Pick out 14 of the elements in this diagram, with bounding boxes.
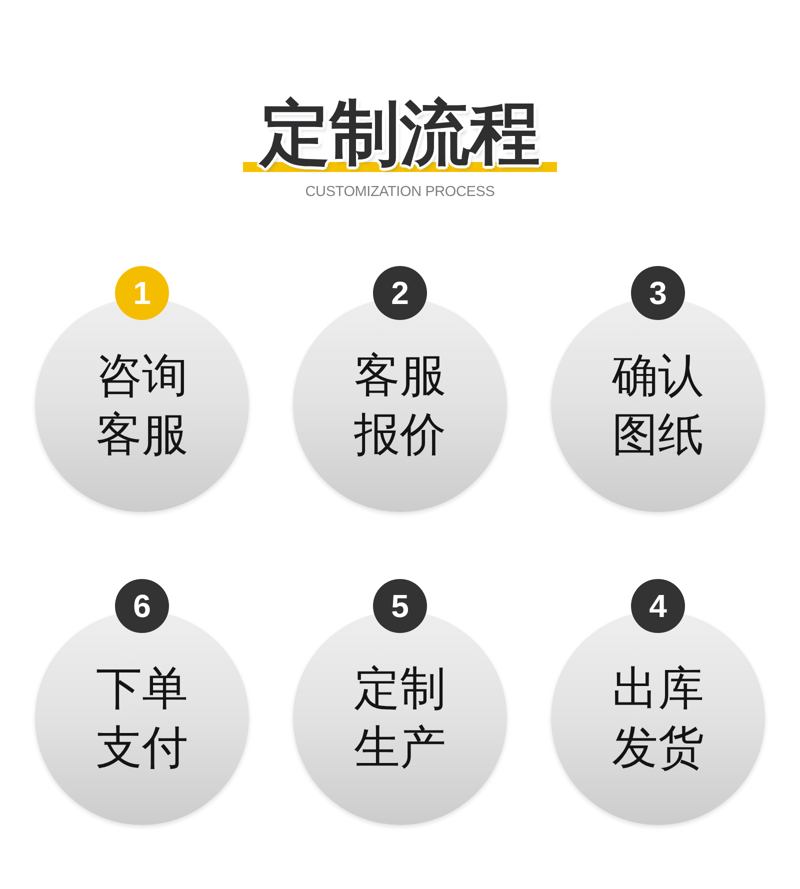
- step-text: 确认图纸: [611, 347, 705, 463]
- title: 定制流程: [243, 94, 557, 172]
- step-text: 下单支付: [95, 660, 189, 776]
- number-badge: 5: [373, 579, 427, 633]
- step-text: 定制生产: [353, 660, 447, 776]
- number-badge: 6: [115, 579, 169, 633]
- number-badge: 2: [373, 266, 427, 320]
- step-text: 咨询客服: [95, 347, 189, 463]
- number-badge: 4: [631, 579, 685, 633]
- number-badge: 3: [631, 266, 685, 320]
- subtitle: CUSTOMIZATION PROCESS: [305, 183, 495, 201]
- number-badge: 1: [115, 266, 169, 320]
- step-text: 出库发货: [611, 660, 705, 776]
- step-text: 客服报价: [353, 347, 447, 463]
